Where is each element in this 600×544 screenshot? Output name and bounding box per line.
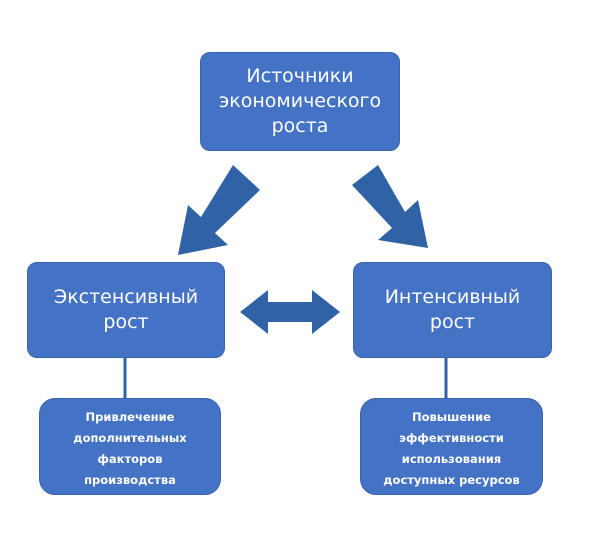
box-text: эффективности [399,431,504,445]
box-text: экономического [218,90,382,112]
box-text: Источники [246,65,354,87]
intensive-detail-box: Повышение эффективности использования досту… [360,398,543,495]
double-arrow [240,290,340,334]
box-text: факторов [97,452,163,466]
box-text: рост [429,311,476,333]
box-text: дополнительных [73,431,187,445]
intensive-growth-box: Интенсивный рост [353,262,552,358]
extensive-growth-box: Экстенсивный рост [27,262,225,358]
box-text: роста [271,115,329,137]
arrow-top-to-right [352,165,428,248]
box-text: доступных ресурсов [383,473,520,487]
box-text: Экстенсивный [53,286,199,308]
box-text: Интенсивный [384,286,521,308]
sources-of-growth-box: Источники экономического роста [200,52,400,151]
box-text: Привлечение [85,410,175,424]
extensive-detail-box: Привлечение дополнительных факторов произво… [39,398,221,495]
box-text: производства [84,473,176,487]
box-text: Повышение [411,410,491,424]
box-text: рост [103,311,149,333]
arrow-top-to-left [178,165,260,255]
box-text: использования [401,452,502,466]
